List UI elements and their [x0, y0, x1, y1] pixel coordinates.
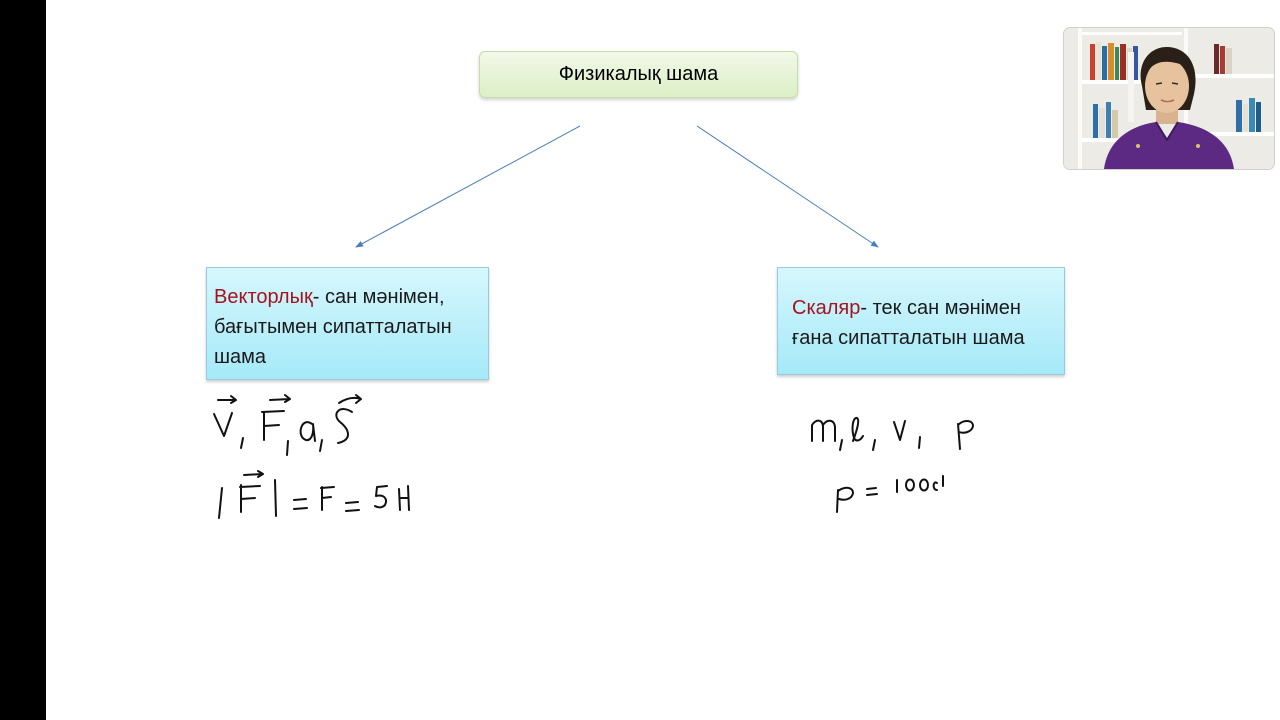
handwritten-vector-symbols — [213, 394, 362, 456]
left-black-bar — [0, 0, 46, 720]
presenter-webcam — [1063, 27, 1275, 170]
handwritten-vector-equation — [218, 470, 410, 519]
handwritten-scalar-equation — [836, 475, 944, 513]
arrow-to-vector — [355, 125, 581, 248]
root-concept-label: Физикалық шама — [558, 63, 719, 85]
handwritten-scalar-symbols — [811, 417, 974, 451]
presenter-video-frame — [1064, 28, 1274, 169]
scalar-term: Скаляр — [792, 297, 861, 319]
scalar-quantity-box: Скаляр- тек сан мәнімен ғана сипатталаты… — [777, 267, 1065, 375]
vector-quantity-box: Векторлық- сан мәнімен, бағытымен сипатт… — [206, 267, 489, 380]
vector-description: - сан мәнімен, бағытымен сипатталатын ша… — [214, 286, 452, 368]
scalar-description: - тек сан мәнімен ғана сипатталатын шама — [792, 297, 1025, 349]
arrow-to-scalar — [696, 125, 879, 248]
root-concept-box: Физикалық шама — [479, 51, 798, 98]
vector-term: Векторлық — [214, 286, 313, 308]
